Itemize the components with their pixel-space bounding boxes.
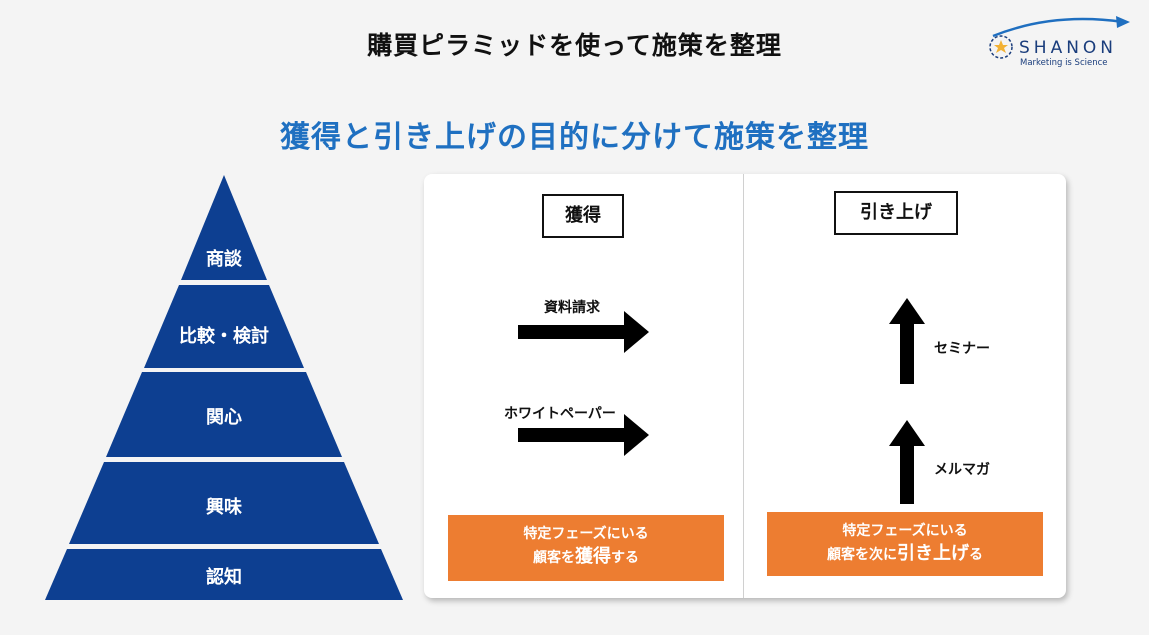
slide-title: 購買ピラミッドを使って施策を整理 [367,31,782,60]
up-arrow-icon [889,420,925,504]
panel-divider [743,174,744,598]
pyramid-level-label: 興味 [206,497,242,518]
logo-tagline: Marketing is Science [1020,58,1108,68]
pyramid-level-shape [181,175,267,280]
purchase-pyramid: 商談 比較・検討 関心 興味 認知 [45,175,403,600]
acquisition-result-box: 特定フェーズにいる 顧客を獲得する [448,515,724,581]
pyramid-level-shape [69,462,379,544]
result-text: る [969,547,983,563]
result-text: 顧客を次に [827,547,897,563]
tactic-label: セミナー [934,341,990,357]
pyramid-level-shape [45,549,403,600]
pyramid-level-label: 関心 [206,407,242,428]
pyramid-level-label: 商談 [206,249,242,270]
pyramid-level-shape [144,285,304,368]
tactic-label: 資料請求 [544,300,600,316]
result-line: 顧客を獲得する [448,545,724,570]
tactics-panel: 獲得 資料請求 ホワイトペーパー 特定フェーズにいる 顧客を獲得する 引き上げ … [424,174,1066,598]
up-arrow-icon [889,298,925,384]
pyramid-level-label: 比較・検討 [179,326,269,347]
logo-icon [989,16,1130,59]
result-line: 顧客を次に引き上げる [767,542,1043,567]
result-text: 顧客を [533,550,575,566]
upgrade-result-box: 特定フェーズにいる 顧客を次に引き上げる [767,512,1043,576]
upgrade-heading: 引き上げ [834,191,958,235]
result-emphasis: 獲得 [575,546,611,567]
acquisition-heading: 獲得 [542,194,624,238]
result-line: 特定フェーズにいる [842,523,968,539]
right-arrow-icon [518,311,649,353]
result-line: 特定フェーズにいる [523,526,649,542]
logo-wordmark: SHANON [1019,38,1118,58]
pyramid-level-label: 認知 [206,567,242,588]
right-arrow-icon [518,414,649,456]
tactic-label: ホワイトペーパー [504,406,616,422]
pyramid-level-shape [106,372,342,457]
result-text: する [611,550,639,566]
shanon-logo: SHANON Marketing is Science [983,14,1143,74]
section-subtitle: 獲得と引き上げの目的に分けて施策を整理 [280,120,869,155]
result-emphasis: 引き上げ [897,543,969,564]
tactic-label: メルマガ [934,462,990,478]
